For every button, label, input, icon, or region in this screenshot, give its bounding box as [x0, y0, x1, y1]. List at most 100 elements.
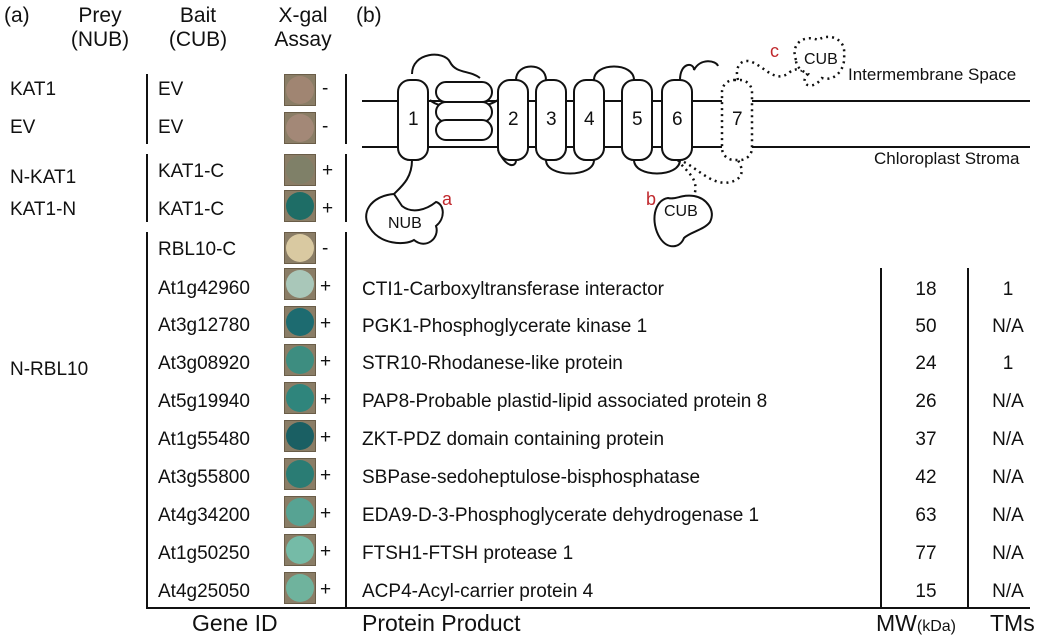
helix-7-dotted	[720, 78, 754, 162]
protein-name: SBPase-sedoheptulose-bisphosphatase	[362, 467, 701, 488]
protein-name: CTI1-Carboxyltransferase interactor	[362, 279, 664, 300]
helix-amphipathic	[435, 119, 493, 141]
stroma-label: Chloroplast Stroma	[874, 149, 1020, 168]
protein-name: ZKT-PDZ domain containing protein	[362, 429, 665, 450]
cub-c-domain	[793, 35, 846, 87]
assay-result: -	[322, 116, 329, 137]
bait-label: At3g55800	[158, 467, 250, 488]
xgal-colony	[284, 572, 316, 604]
helix-number: 5	[632, 109, 643, 130]
bait-label: At1g42960	[158, 278, 250, 299]
xgal-colony	[284, 74, 316, 106]
colony-spot	[286, 76, 314, 104]
footer-gene-id: Gene ID	[192, 610, 278, 636]
nub-label: NUB	[388, 215, 422, 232]
assay-result: +	[322, 198, 334, 219]
xgal-colony	[284, 344, 316, 376]
marker-c: c	[770, 41, 779, 61]
footer-mw: MW(kDa)	[876, 612, 956, 635]
mw-value: 24	[915, 353, 937, 374]
colony-spot	[286, 536, 314, 564]
bait-label: At3g12780	[158, 315, 250, 336]
mw-value: 63	[915, 505, 937, 526]
colony-spot	[286, 498, 314, 526]
marker-b: b	[646, 189, 657, 209]
loop	[679, 60, 719, 81]
xgal-colony	[284, 420, 316, 452]
helix-number: 6	[672, 109, 683, 130]
assay-result: +	[320, 579, 332, 600]
footer-mw-label: MW	[876, 610, 917, 636]
colony-spot	[286, 192, 314, 220]
prey-header: Prey (NUB)	[70, 4, 130, 52]
loop	[593, 65, 635, 81]
bait-label: KAT1-C	[158, 161, 225, 182]
protein-name: STR10-Rhodanese-like protein	[362, 353, 623, 374]
mw-value: 26	[915, 391, 937, 412]
mw-value: 42	[915, 467, 937, 488]
footer-rule	[146, 607, 1030, 609]
protein-name: FTSH1-FTSH protease 1	[362, 543, 574, 564]
loop	[515, 65, 547, 81]
mw-value: 37	[915, 429, 937, 450]
cub-b-label: CUB	[664, 203, 698, 220]
bait-label: RBL10-C	[158, 239, 237, 260]
loop	[633, 159, 681, 175]
xgal-colony	[284, 306, 316, 338]
colony-spot	[286, 346, 314, 374]
assay-result: +	[320, 503, 332, 524]
tms-value: 1	[1002, 353, 1014, 374]
bait-label: At1g50250	[158, 543, 250, 564]
helix-2	[497, 79, 529, 161]
bait-label: At1g55480	[158, 429, 250, 450]
loop	[411, 53, 481, 79]
protein-name: PGK1-Phosphoglycerate kinase 1	[362, 316, 648, 337]
xgal-colony	[284, 496, 316, 528]
xgal-colony	[284, 458, 316, 490]
protein-name: EDA9-D-3-Phosphoglycerate dehydrogenase …	[362, 505, 760, 526]
prey-label: EV	[10, 117, 36, 138]
xgal-colony	[284, 232, 316, 264]
cub-b-domain	[653, 194, 713, 248]
xgal-colony	[284, 534, 316, 566]
xgal-colony	[284, 268, 316, 300]
mw-separator	[880, 268, 882, 608]
intermembrane-label: Intermembrane Space	[848, 65, 1017, 84]
assay-result: +	[320, 541, 332, 562]
assay-result: -	[322, 78, 329, 99]
mw-value: 15	[915, 581, 937, 602]
bait-label: At3g08920	[158, 353, 250, 374]
helix-6	[661, 79, 693, 161]
assay-result: +	[320, 313, 332, 334]
bait-separator	[146, 74, 148, 144]
bait-label: At4g25050	[158, 581, 250, 602]
colony-spot	[286, 114, 314, 142]
loop	[545, 159, 595, 175]
colony-spot	[286, 384, 314, 412]
panel-b-label: (b)	[356, 4, 382, 27]
tms-separator	[967, 268, 969, 608]
prey-label: N-RBL10	[10, 359, 89, 380]
bait-header: Bait (CUB)	[168, 4, 228, 52]
assay-separator	[345, 154, 347, 222]
tms-value: N/A	[992, 505, 1024, 526]
xgal-header: X-gal Assay	[274, 4, 332, 52]
footer-mw-unit: (kDa)	[916, 618, 956, 635]
bait-label: At4g34200	[158, 505, 250, 526]
protein-name: PAP8-Probable plastid-lipid associated p…	[362, 391, 768, 412]
colony-spot	[286, 234, 314, 262]
marker-a: a	[442, 189, 453, 209]
helix-number: 7	[732, 109, 743, 130]
mw-value: 18	[915, 279, 937, 300]
helix-4	[573, 79, 605, 161]
footer-tms: TMs	[990, 610, 1035, 636]
helix-1	[397, 79, 429, 161]
bait-label: EV	[158, 117, 184, 138]
assay-result: +	[320, 351, 332, 372]
bait-separator	[146, 154, 148, 222]
assay-result: -	[322, 238, 329, 259]
tms-value: 1	[1002, 279, 1014, 300]
helix-3	[535, 79, 567, 161]
tms-value: N/A	[992, 543, 1024, 564]
